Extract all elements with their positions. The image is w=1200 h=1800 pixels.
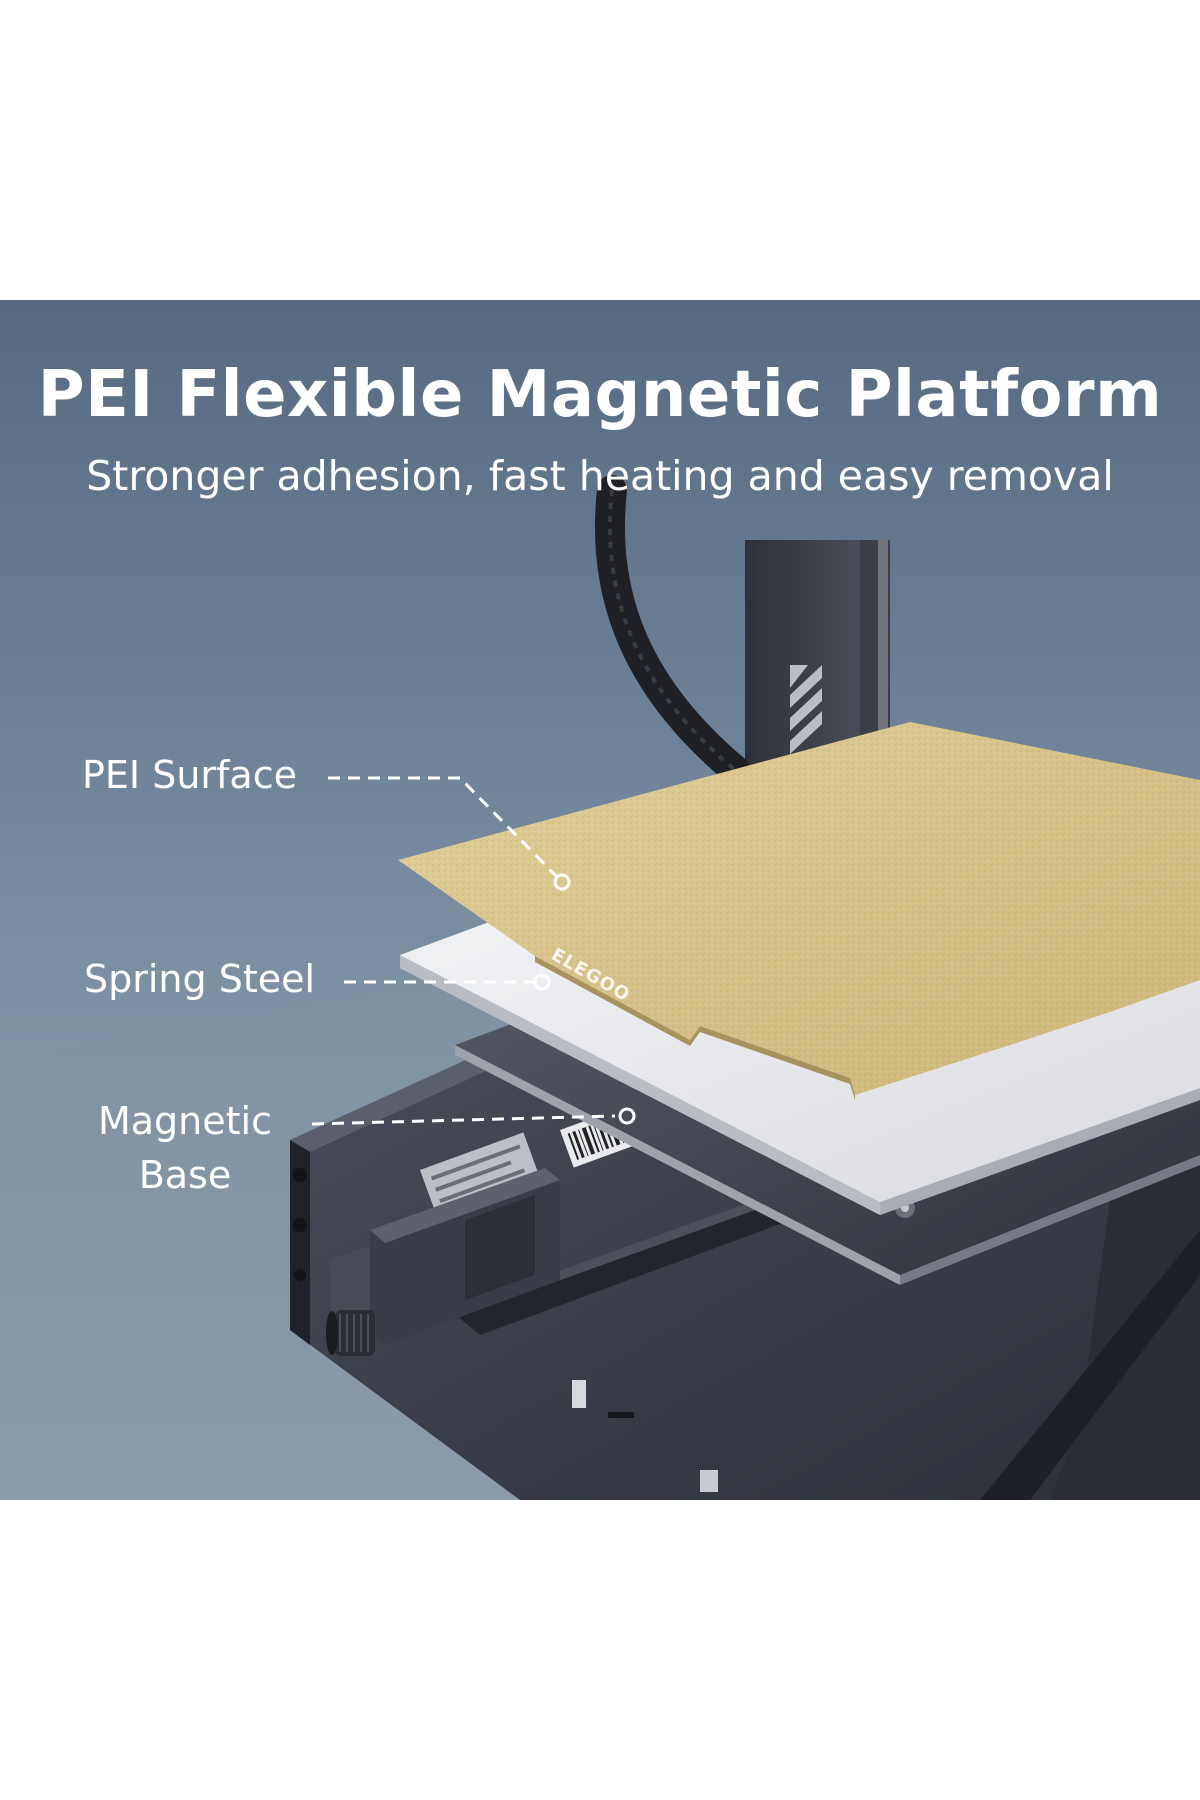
callout-dot-magnetic bbox=[618, 1107, 636, 1125]
callout-label-spring-steel: Spring Steel bbox=[84, 957, 316, 1001]
callout-dot-pei bbox=[553, 873, 571, 891]
callout-label-magnetic-line1: Magnetic bbox=[97, 1099, 272, 1143]
printer-illustration: ELEGOO bbox=[0, 475, 1200, 1500]
page-subtitle: Stronger adhesion, fast heating and easy… bbox=[86, 452, 1114, 500]
callout-line-pei bbox=[328, 776, 562, 882]
page-title: PEI Flexible Magnetic Platform bbox=[37, 358, 1163, 432]
callout-dot-steel bbox=[533, 973, 551, 991]
bottom-margin bbox=[0, 1500, 1200, 1800]
callout-line-magnetic bbox=[311, 1114, 616, 1126]
callout-label-magnetic-base: Magnetic Base bbox=[60, 1094, 310, 1202]
callout-label-magnetic-line2: Base bbox=[138, 1153, 232, 1197]
product-panel: ELEGOO PEI Flexible Magnetic Platform St… bbox=[0, 300, 1200, 1500]
callout-label-pei-surface: PEI Surface bbox=[82, 753, 297, 797]
